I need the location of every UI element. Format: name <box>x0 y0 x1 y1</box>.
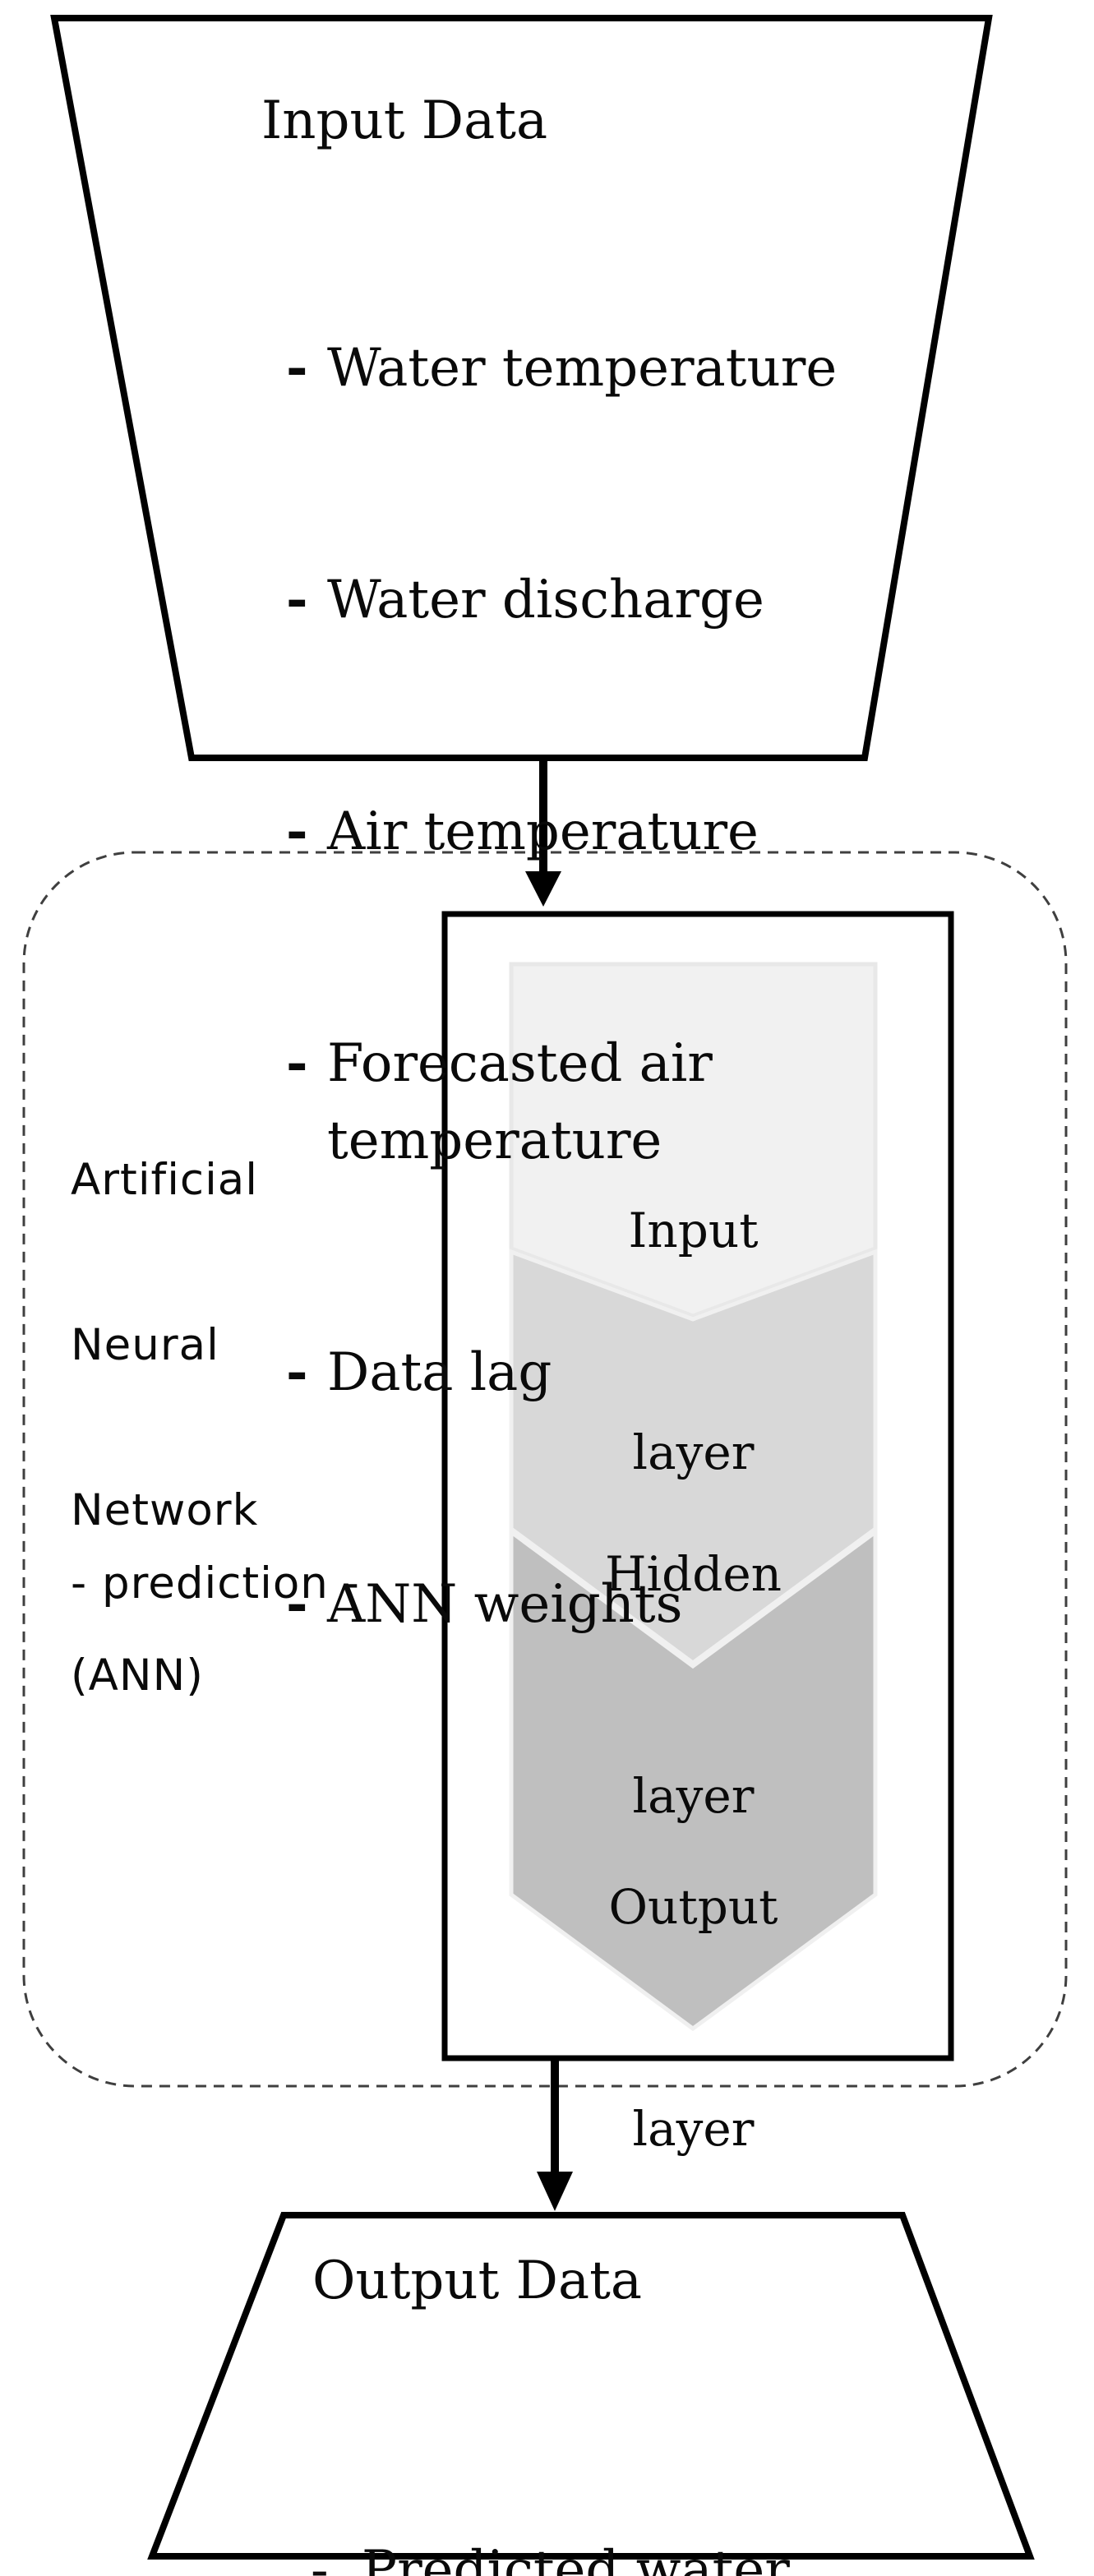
arrowhead-down-icon <box>537 2172 573 2211</box>
bullet-dash: - <box>286 569 308 630</box>
hidden-layer-label: Hidden layer <box>511 1389 875 1981</box>
ann-title: Artificial Neural Network (ANN) <box>71 1042 258 1813</box>
output-layer-chevron <box>509 1528 878 2032</box>
arrowhead-down-icon <box>525 871 561 907</box>
list-item: - Data lag <box>286 1334 838 1411</box>
ann-dashed-boundary <box>22 851 1068 2088</box>
ann-title-line: (ANN) <box>71 1650 204 1701</box>
input-layer-chevron <box>509 962 878 1318</box>
input-layer-label-line: Input <box>628 1203 759 1258</box>
bullet-dash: - <box>286 1573 308 1635</box>
list-item-label: ANN weights <box>327 1574 683 1635</box>
hidden-layer-label-line: layer <box>632 1768 755 1824</box>
list-item-label: Water discharge <box>327 570 764 630</box>
list-item-label: Water temperature <box>327 338 838 399</box>
output-data-trapezoid <box>147 2212 1035 2560</box>
ann-title-line: Artificial <box>71 1155 259 1205</box>
input-data-title: Input Data <box>261 90 548 151</box>
list-item-label: Predicted water temperature <box>362 2540 790 2576</box>
input-layer-label: Input layer <box>511 1046 875 1637</box>
arrow-ann-to-output <box>537 2058 573 2211</box>
arrow-input-to-ann <box>525 759 561 907</box>
hidden-layer-label-line: Hidden <box>604 1546 782 1602</box>
list-item-label: Air temperature <box>327 801 759 862</box>
list-item: - Water temperature <box>286 330 838 407</box>
list-item-label: Forecasted air temperature <box>327 1033 730 1171</box>
ann-prediction-label: - prediction - <box>71 1558 360 1609</box>
input-data-trapezoid <box>50 15 993 761</box>
list-item: - ANN weights <box>286 1566 838 1643</box>
input-data-list: - Water temperature - Water discharge - … <box>286 175 838 1798</box>
bullet-dash: - <box>311 2540 329 2576</box>
ann-title-line: Neural <box>71 1320 219 1370</box>
output-layer-label: Output layer <box>511 1722 875 2314</box>
bullet-dash: - <box>286 801 308 862</box>
ann-title-line: Network <box>71 1485 259 1535</box>
output-layer-label-line: layer <box>632 2101 755 2157</box>
list-item: - Predicted water temperature <box>311 2525 879 2576</box>
bullet-dash: - <box>286 1341 308 1403</box>
output-layer-label-line: Output <box>608 1879 778 1935</box>
hidden-layer-chevron <box>509 1249 878 1666</box>
output-data-list: - Predicted water temperature <box>311 2344 879 2576</box>
input-layer-label-line: layer <box>632 1424 755 1480</box>
bullet-dash: - <box>286 337 308 399</box>
output-data-title: Output Data <box>312 2251 642 2311</box>
list-item: - Water discharge <box>286 561 838 639</box>
list-item-label: Data lag <box>327 1342 552 1403</box>
list-item: - Forecasted air temperature <box>286 1025 838 1180</box>
bullet-dash: - <box>286 1032 308 1094</box>
list-item: - Air temperature <box>286 793 838 870</box>
